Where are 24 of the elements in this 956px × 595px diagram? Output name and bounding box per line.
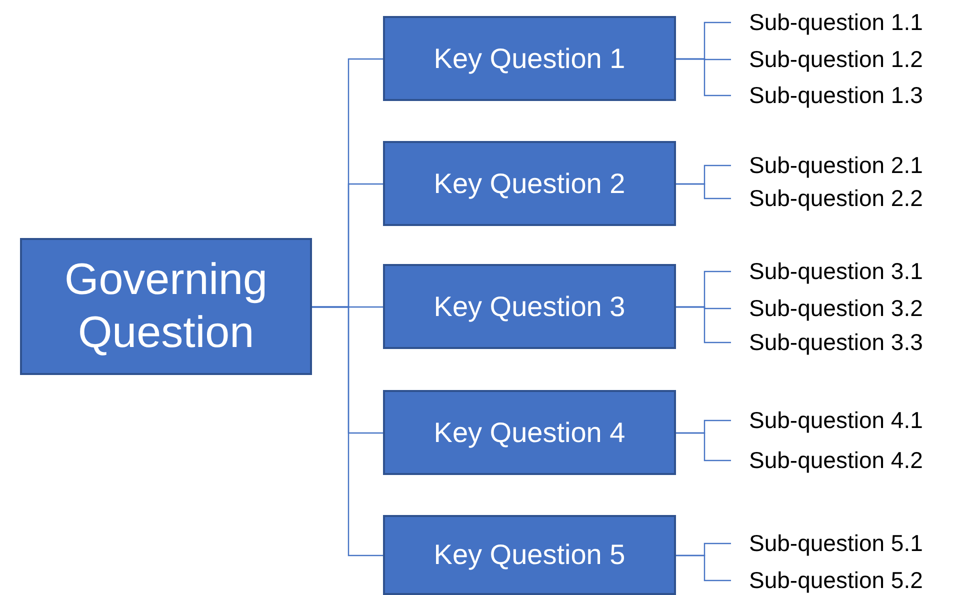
sub-question-text: Sub-question 5.1 bbox=[731, 529, 923, 557]
sub-question-text: Sub-question 3.3 bbox=[731, 328, 923, 356]
sub-question-text: Sub-question 4.2 bbox=[731, 446, 923, 474]
key-question-box: Key Question 4 bbox=[383, 390, 676, 475]
key-question-box: Key Question 5 bbox=[383, 515, 676, 595]
sub-question-text: Sub-question 2.1 bbox=[731, 151, 923, 179]
key-question-box: Key Question 3 bbox=[383, 264, 676, 349]
sub-question-text: Sub-question 4.1 bbox=[731, 406, 923, 434]
connector-line bbox=[676, 432, 731, 462]
connector-line bbox=[676, 58, 731, 96]
connector-line bbox=[676, 306, 731, 344]
key-question-box: Key Question 1 bbox=[383, 16, 676, 101]
connector-line bbox=[312, 306, 383, 556]
sub-question-text: Sub-question 2.2 bbox=[731, 184, 923, 212]
sub-question-text: Sub-question 1.2 bbox=[731, 45, 923, 73]
sub-question-text: Sub-question 1.3 bbox=[731, 81, 923, 109]
connector-line bbox=[676, 183, 731, 200]
governing-question-box: Governing Question bbox=[20, 238, 312, 375]
connector-line bbox=[676, 554, 731, 582]
sub-question-text: Sub-question 3.1 bbox=[731, 257, 923, 285]
sub-question-text: Sub-question 1.1 bbox=[731, 8, 923, 36]
sub-question-text: Sub-question 5.2 bbox=[731, 566, 923, 594]
sub-question-text: Sub-question 3.2 bbox=[731, 294, 923, 322]
key-question-box: Key Question 2 bbox=[383, 141, 676, 226]
